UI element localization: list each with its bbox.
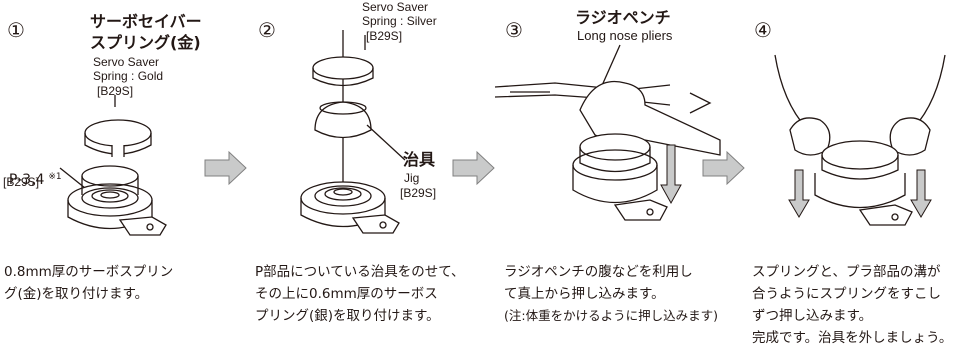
step3-tool-label-jp: ラジオペンチ: [575, 8, 671, 27]
step3-tool-label-en: Long nose pliers: [577, 28, 673, 43]
step1-desc-2: グ(金)を取り付けます。: [4, 286, 149, 302]
step2-jig-label-en: Jig: [404, 171, 420, 185]
step1-part-label: P-3,4: [8, 172, 45, 188]
step4-number: ④: [754, 18, 772, 42]
right-arrow-icon: [204, 150, 247, 186]
step1-spring-label-jp-2: スプリング(金): [90, 33, 201, 52]
step3-desc-1: ラジオペンチの腹などを利用し: [504, 264, 693, 280]
step2-desc-3: プリング(銀)を取り付けます。: [255, 308, 440, 324]
step2-jig-label-jp: 治具: [403, 150, 436, 169]
step4-desc-2: 合うようにスプリングをすこし: [752, 286, 941, 302]
step4-desc-1: スプリングと、プラ部品の溝が: [752, 264, 941, 280]
step2-desc-1: P部品についている治具をのせて、: [255, 264, 465, 280]
step2-spring-label-en-1: Servo Saver: [362, 0, 429, 14]
step1-spring-code: [B29S]: [97, 84, 134, 98]
step2-spring-code: [B29S]: [366, 29, 403, 43]
step4-illustration: [774, 54, 946, 226]
step3-illustration: [494, 44, 721, 221]
step1-number: ①: [7, 18, 25, 42]
step2-number: ②: [258, 18, 276, 42]
step1-part-note: ※1: [48, 172, 62, 182]
step4-desc-3: ずつ押し込みます。: [752, 308, 873, 324]
step3-desc-3: (注:体重をかけるように押し込みます): [504, 308, 718, 323]
step1-part-label-wrap: P-3,4※1: [0, 156, 62, 188]
step2-spring-label-en-2: Spring : Silver: [362, 14, 437, 28]
step3-desc-2: て真上から押し込みます。: [504, 286, 665, 302]
right-arrow-icon: [452, 150, 495, 186]
step1-illustration: [59, 95, 167, 236]
step1-spring-label-en-1: Servo Saver: [93, 55, 160, 69]
step3-number: ③: [505, 18, 523, 42]
right-arrow-icon: [702, 150, 745, 186]
step2-desc-2: その上に0.6mm厚のサーボス: [255, 286, 438, 302]
step2-jig-code: [B29S]: [400, 186, 437, 200]
step1-spring-label-jp-1: サーボセイバー: [90, 12, 202, 31]
step1-part-code: [B29S]: [3, 175, 40, 189]
step2-illustration: [300, 30, 406, 234]
step1-desc-1: 0.8mm厚のサーボスプリン: [4, 264, 174, 280]
step1-spring-label-en-2: Spring : Gold: [93, 69, 164, 83]
step4-desc-4: 完成です。治具を外しましょう。: [752, 330, 953, 346]
